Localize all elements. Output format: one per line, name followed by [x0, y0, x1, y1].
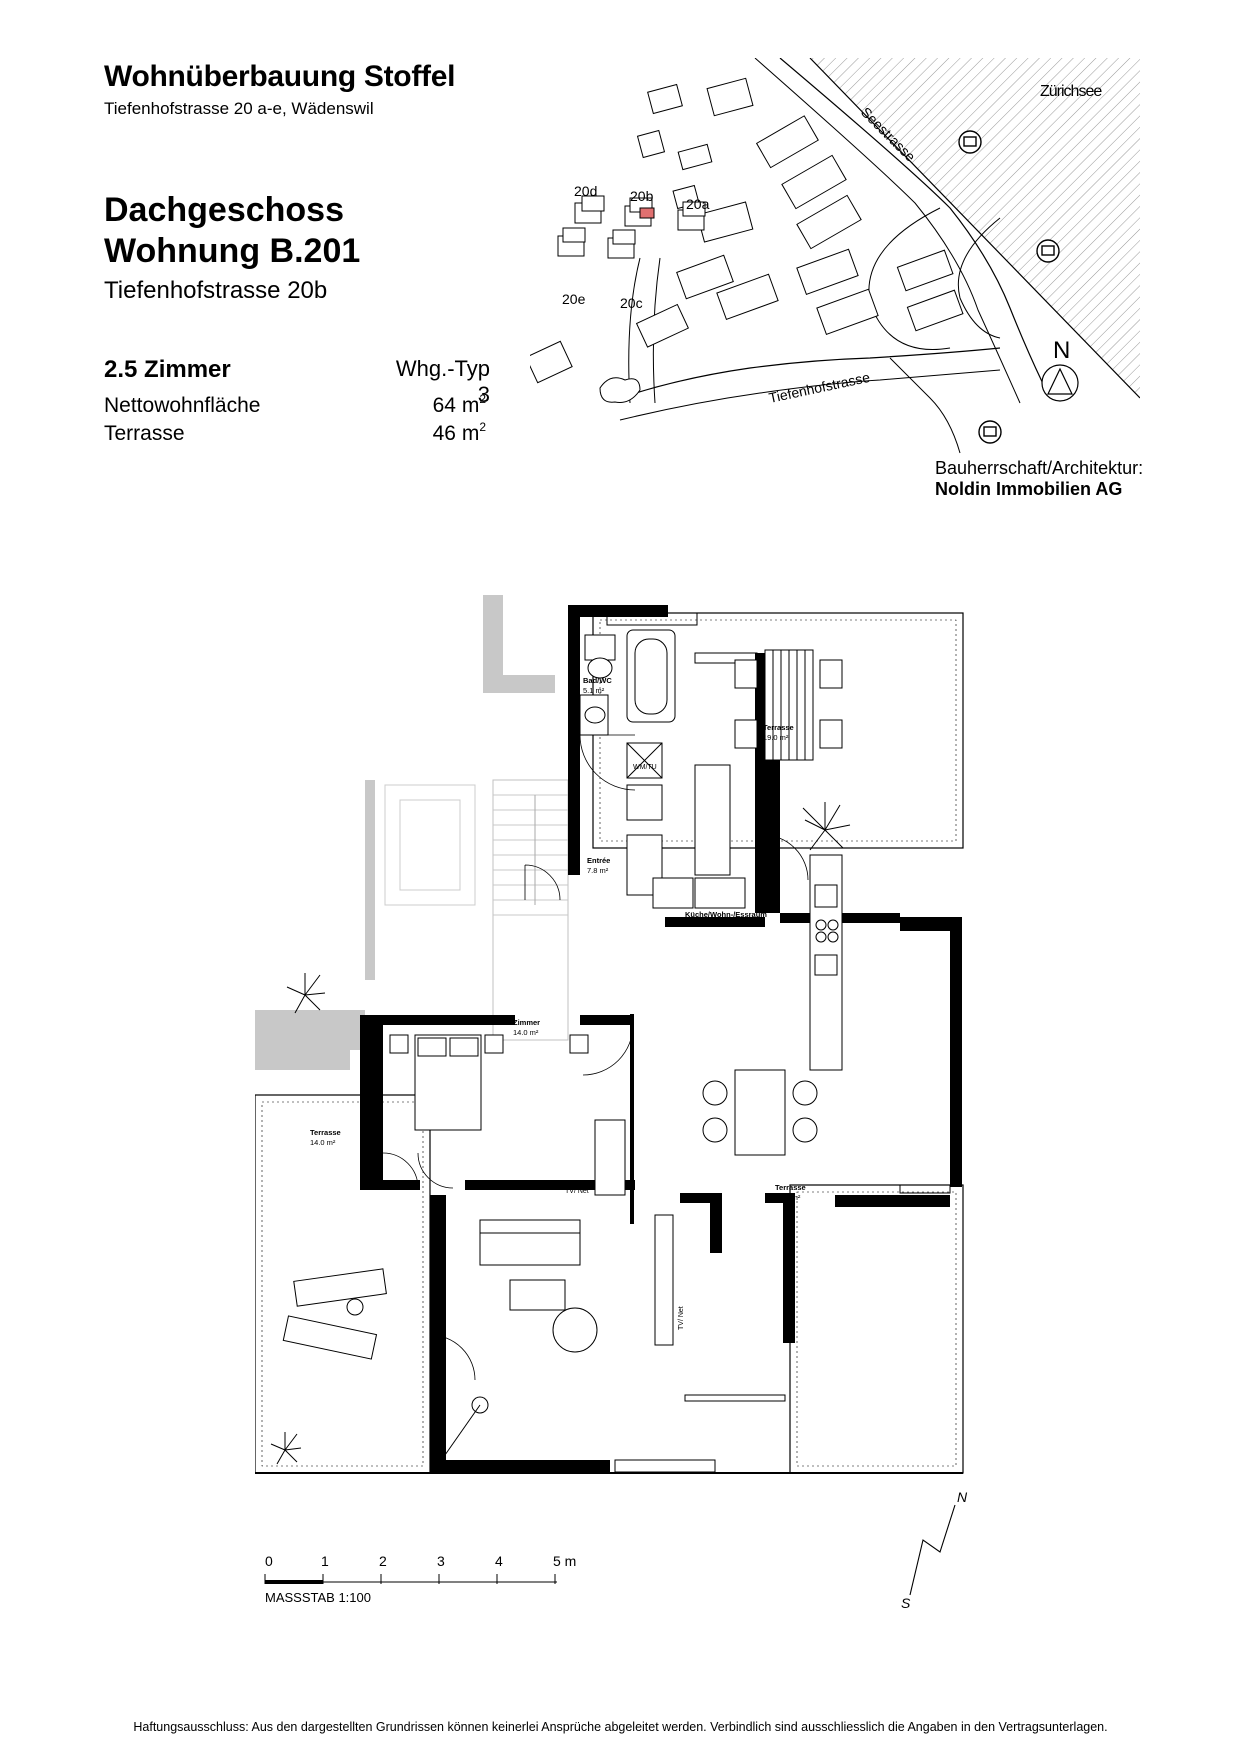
- room-area-terrace-1: 19.0 m²: [763, 733, 789, 742]
- lake-label: Zürichsee: [1040, 83, 1102, 100]
- scale-bar: [264, 1574, 557, 1584]
- room-area-terrace-3: 13.0 m²: [775, 1193, 801, 1202]
- room-area-terrace-2: 14.0 m²: [310, 1138, 336, 1147]
- site-map: 20d 20b 20a 20e 20c Zürichsee Seestrasse…: [530, 58, 1140, 454]
- building-20b: 20b: [630, 188, 654, 204]
- neighbour-structure: [255, 595, 555, 1070]
- living-furniture: [479, 854, 843, 1353]
- terrace-area-label: Terrasse: [104, 422, 185, 445]
- builder-label: Bauherrschaft/Architektur:: [935, 458, 1144, 478]
- room-count: 2.5 Zimmer: [104, 356, 231, 383]
- scale-tick-3: 3: [437, 1553, 445, 1569]
- stairwell: [384, 779, 569, 1041]
- scale-tick-5: 5 m: [553, 1553, 577, 1569]
- terrace-table: [694, 649, 843, 876]
- room-area-living: 37.2 m²: [685, 920, 711, 929]
- tv-label-bedroom: TV/ Net: [565, 1188, 589, 1195]
- room-area-bath: 5.1 m²: [583, 686, 605, 695]
- building-20d: 20d: [574, 183, 597, 199]
- wm-label: WM/TU: [633, 764, 657, 771]
- floor-plan: Bad/WC Terrasse Entrée Küche/Wohn-/Essra…: [255, 595, 964, 1474]
- room-name-entree: Entrée: [587, 856, 610, 865]
- scale-tick-2: 2: [379, 1553, 387, 1569]
- tiefenhof-label: Tiefenhofstrasse: [767, 369, 871, 406]
- unit-street: Tiefenhofstrasse 20b: [104, 277, 328, 304]
- lounger: [282, 1268, 387, 1360]
- floor-title: Dachgeschoss: [104, 191, 344, 229]
- plant-icon: [270, 802, 851, 1465]
- terrace-area-value: 46 m2: [432, 420, 486, 445]
- building-20e: 20e: [562, 291, 586, 307]
- room-area-bedroom: 14.0 m²: [513, 1028, 539, 1037]
- disclaimer: Haftungsausschluss: Aus den dargestellte…: [133, 1720, 1108, 1734]
- scale-label: MASSSTAB 1:100: [265, 1590, 371, 1605]
- builder-name: Noldin Immobilien AG: [935, 479, 1123, 499]
- room-name-bath: Bad/WC: [583, 676, 612, 685]
- project-title: Wohnüberbauung Stoffel: [104, 60, 456, 93]
- scale-tick-4: 4: [495, 1553, 503, 1569]
- net-area-label: Nettowohnfläche: [104, 394, 261, 417]
- compass-icon: N S: [901, 1490, 968, 1610]
- room-name-bedroom: Zimmer: [513, 1018, 540, 1027]
- bath-fixtures: [579, 629, 746, 909]
- scale-tick-0: 0: [265, 1553, 273, 1569]
- net-area-value: 64 m2: [432, 392, 486, 417]
- unit-type: Whg.-Typ 3: [395, 356, 490, 407]
- compass-south: S: [901, 1595, 911, 1610]
- building-20c: 20c: [620, 295, 643, 311]
- compass-north: N: [957, 1490, 968, 1505]
- bedroom-furniture: [389, 1034, 626, 1196]
- room-area-entree: 7.8 m²: [587, 866, 609, 875]
- project-address: Tiefenhofstrasse 20 a-e, Wädenswil: [104, 99, 374, 118]
- tv-label-living: TV/ Net: [513, 1465, 537, 1472]
- walls: [360, 605, 962, 1473]
- tv-label-wall: TV/ Net: [678, 1306, 685, 1330]
- room-name-terrace-2: Terrasse: [310, 1128, 341, 1137]
- site-north-label: N: [1053, 337, 1070, 364]
- scale-tick-1: 1: [321, 1553, 329, 1569]
- unit-title: Wohnung B.201: [104, 232, 361, 270]
- room-name-terrace-3: Terrasse: [775, 1183, 806, 1192]
- building-20a: 20a: [686, 196, 710, 212]
- room-name-terrace-1: Terrasse: [763, 723, 794, 732]
- highlight-building: [639, 207, 655, 219]
- bus-stop-icon: [958, 130, 1060, 444]
- room-name-living: Küche/Wohn-/Essraum: [685, 910, 767, 919]
